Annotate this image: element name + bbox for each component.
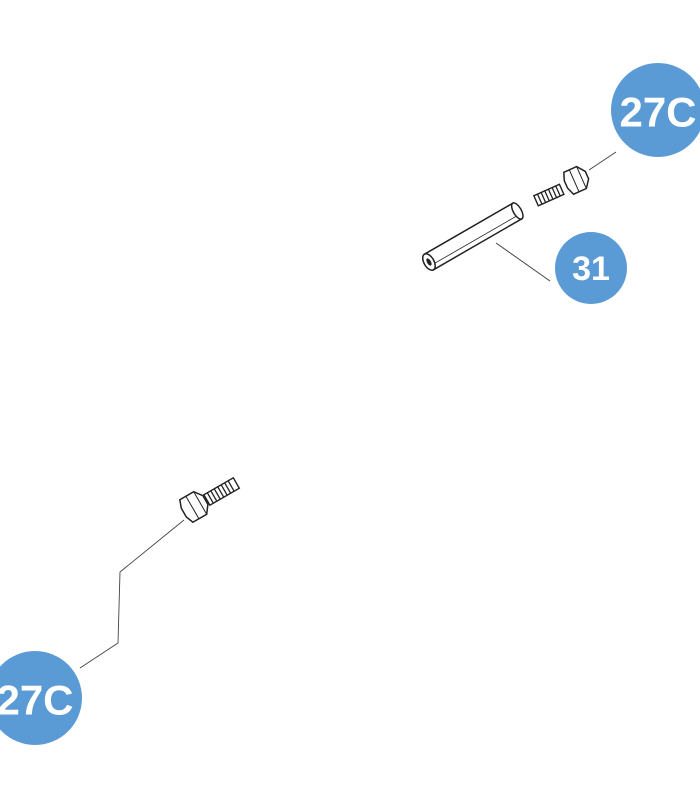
callout-bottom-left-label: 27C — [0, 677, 74, 724]
callout-middle-right: 31 — [555, 232, 627, 304]
hex-bolt-lower — [179, 476, 241, 524]
leader-line-lower-bolt — [79, 519, 185, 669]
callout-middle-right-label: 31 — [572, 250, 610, 288]
hex-bolt-upper — [532, 165, 590, 207]
spacer-tube — [421, 202, 524, 271]
leader-line-upper-bolt — [588, 151, 617, 171]
leader-line-spacer — [495, 242, 551, 282]
callout-bottom-left: 27C — [0, 651, 82, 745]
callout-top-right: 27C — [611, 63, 700, 157]
callout-top-right-label: 27C — [619, 89, 696, 136]
